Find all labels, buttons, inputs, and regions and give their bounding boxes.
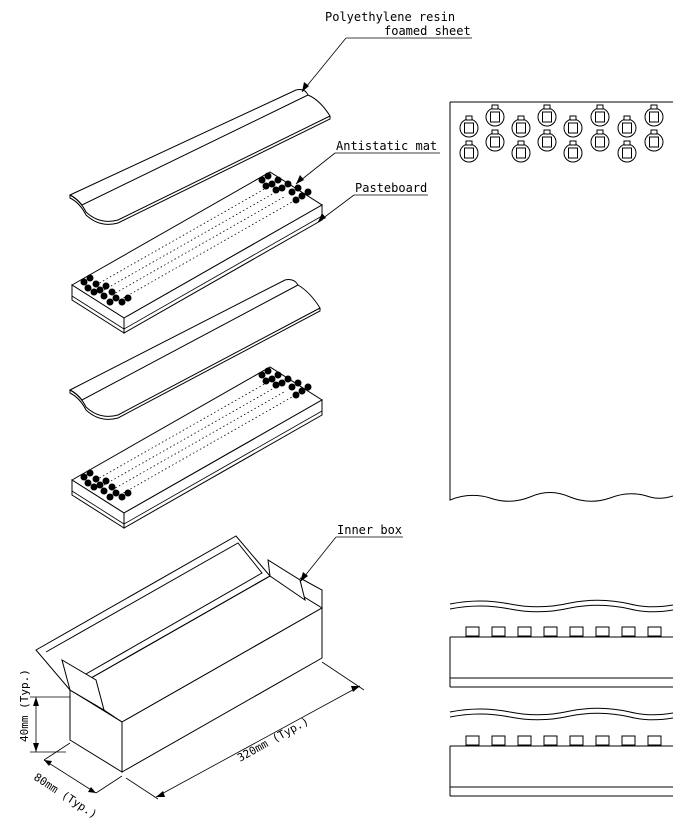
dim-height (30, 696, 70, 753)
tray-1 (71, 171, 323, 334)
foamed-sheet-top (68, 89, 331, 225)
side-section-2 (449, 707, 673, 797)
tray-top-view (449, 101, 673, 502)
chip-cluster-2b (258, 367, 312, 399)
chip-cluster-1a (80, 274, 132, 306)
socket-row-1 (459, 104, 664, 138)
label-antistatic-mat: Antistatic mat (336, 139, 437, 153)
dim-length (125, 661, 365, 800)
chip-row-2 (465, 735, 662, 746)
label-pasteboard: Pasteboard (355, 181, 427, 195)
chip-cluster-1b (258, 172, 312, 204)
socket-grid (459, 104, 664, 163)
tray-2 (71, 366, 323, 529)
foamed-sheet-middle (68, 279, 321, 420)
dim-length-label: 320mm (Typ.) (235, 715, 311, 765)
label-foamed-sheet-line2: foamed sheet (384, 24, 471, 38)
side-section-1 (449, 599, 673, 688)
chip-row-1 (465, 626, 662, 637)
label-foamed-sheet-line1: Polyethylene resin (325, 10, 455, 24)
dim-width-label: 80mm (Typ.) (31, 771, 99, 822)
socket-row-2 (459, 129, 664, 163)
leader-antistatic-mat (295, 152, 440, 185)
leader-foamed-sheet (301, 37, 472, 93)
leader-inner-box (299, 536, 403, 583)
inner-box (35, 535, 323, 773)
dim-height-label: 40mm (Typ.) (18, 669, 31, 742)
dim-width (43, 742, 123, 794)
label-inner-box: Inner box (337, 523, 402, 537)
chip-cluster-2a (80, 469, 132, 501)
leader-pasteboard (317, 194, 428, 223)
